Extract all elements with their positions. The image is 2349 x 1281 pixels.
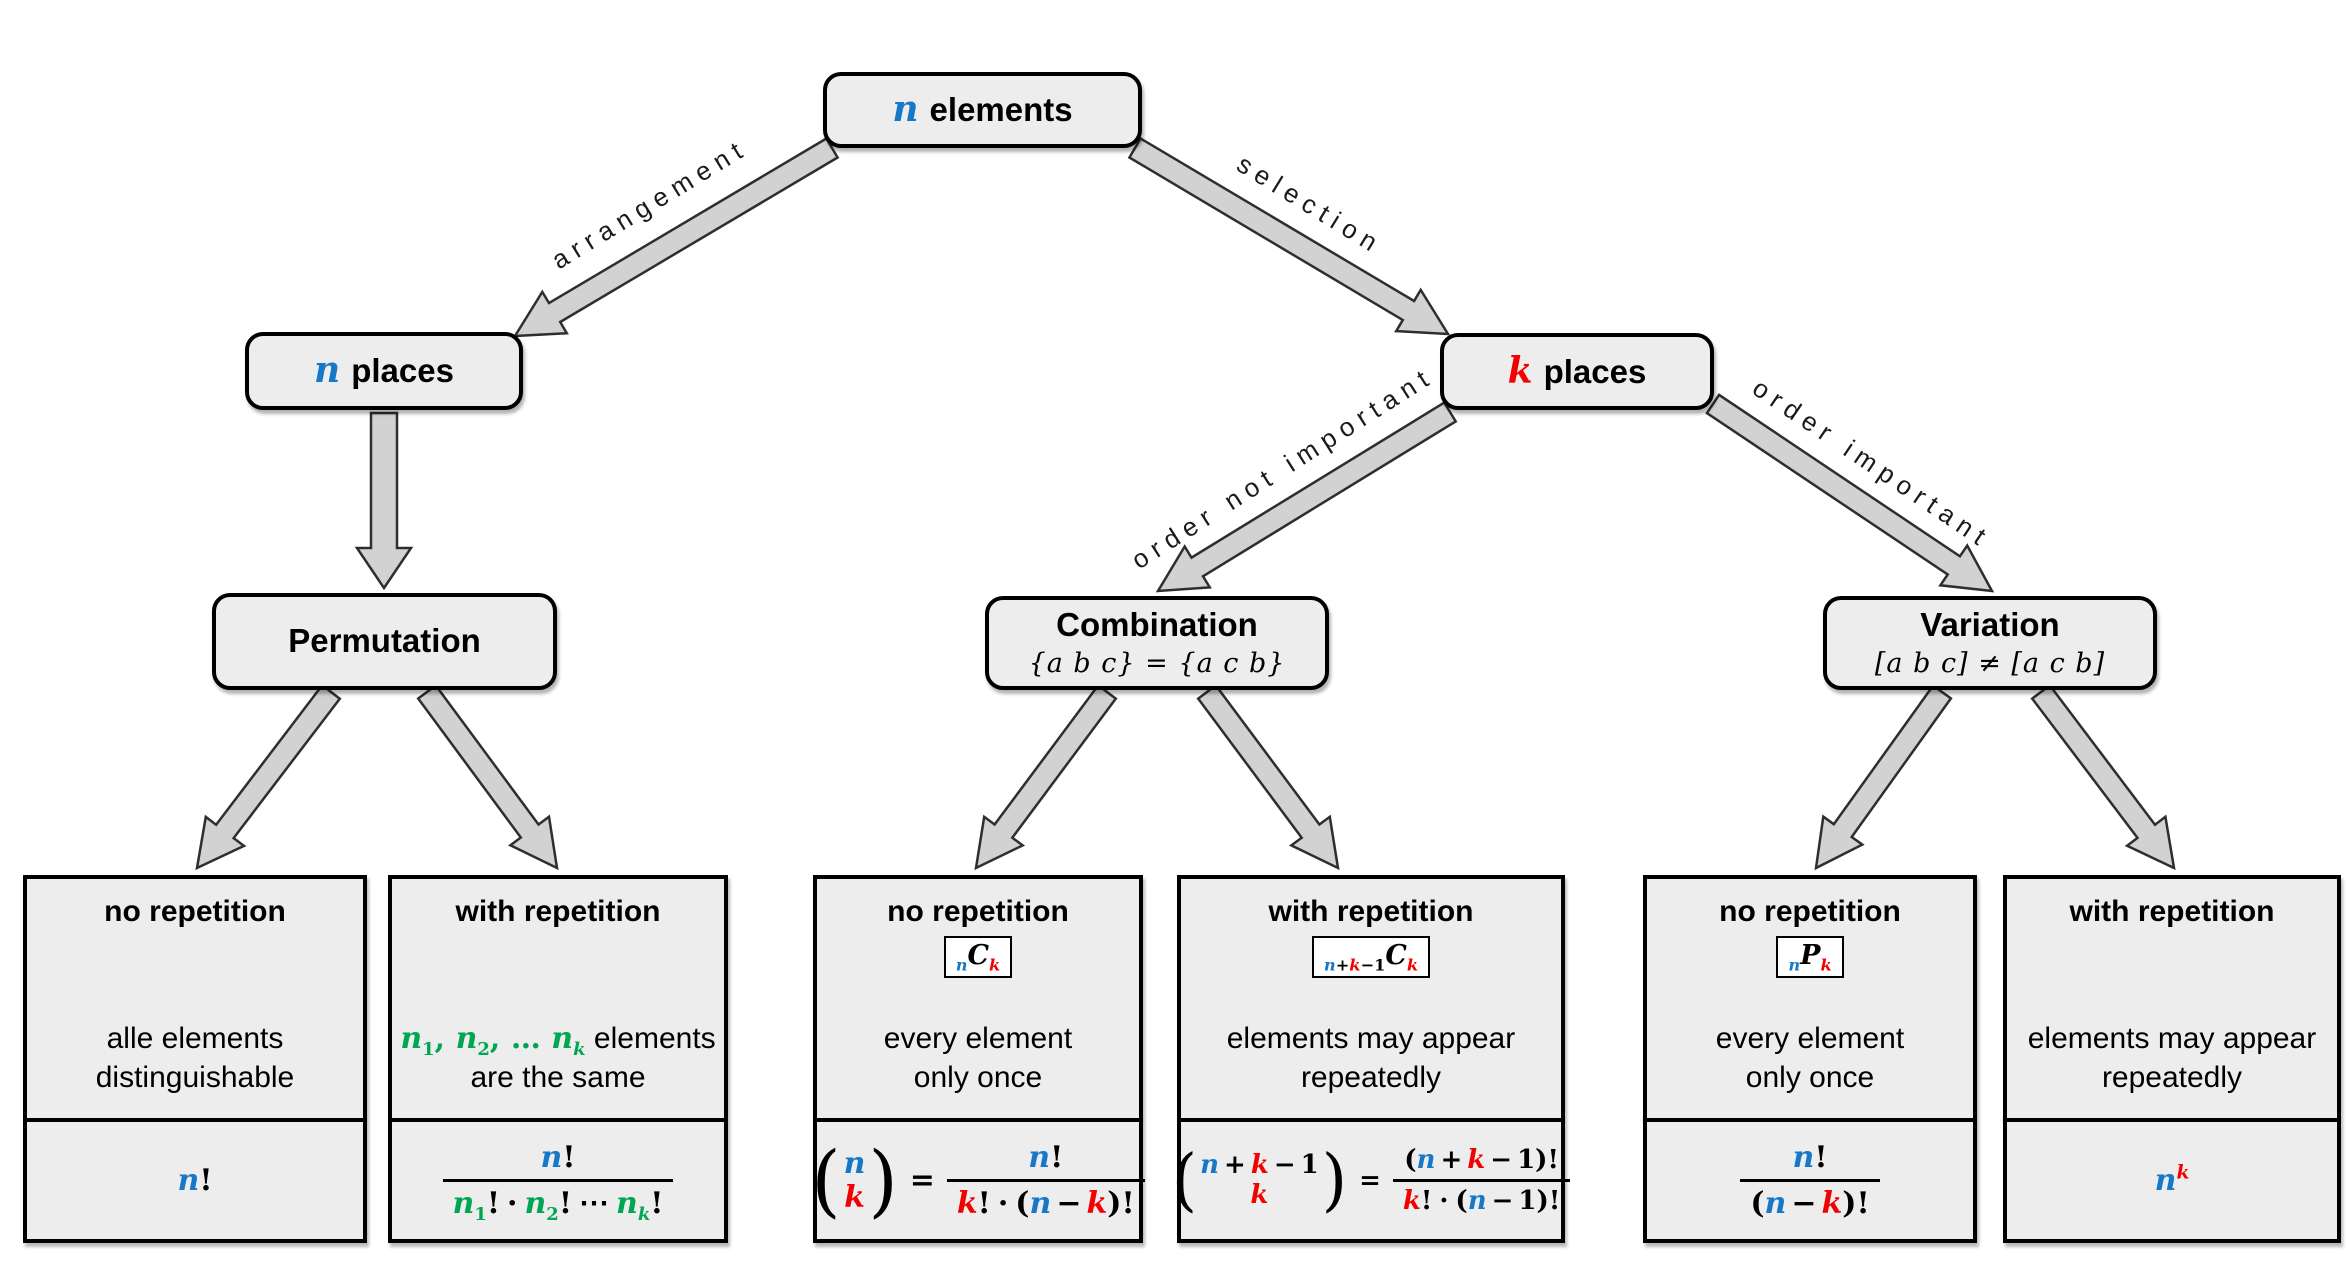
leaf-formula-binomial-n-plus-k-minus-1: ( n+k−1 k ) = (n+k−1)! k!·(n−1)! bbox=[1172, 1118, 1571, 1239]
flow-arrow bbox=[1196, 683, 1340, 871]
node-permutation-title: Permutation bbox=[288, 622, 481, 660]
leaf-permutation-with-repetition: with repetition n1, n2, … nk elements ar… bbox=[388, 875, 728, 1243]
leaf-description: elements may appear repeatedly bbox=[1226, 1021, 1516, 1095]
leaf-header: no repetition bbox=[887, 895, 1069, 928]
var-n: n bbox=[892, 88, 919, 130]
leaf-description: elements may appear repeatedly bbox=[2027, 1021, 2317, 1095]
flow-arrow bbox=[2030, 683, 2176, 871]
flow-arrow bbox=[416, 683, 559, 871]
symbol-n-plus-k-minus-1-C-k: n+k−1Ck bbox=[1311, 936, 1431, 978]
leaf-formula-n-factorial-over-n-minus-k: n! (n−k)! bbox=[1647, 1118, 1973, 1239]
leaf-header: with repetition bbox=[2069, 895, 2275, 928]
symbol-nPk: nPk bbox=[1776, 936, 1844, 978]
leaf-description: alle elements distinguishable bbox=[95, 1021, 295, 1095]
node-n-elements: n elements bbox=[823, 72, 1142, 148]
leaf-formula-n-factorial-over-groups: n! n1!·n2!⋯nk! bbox=[392, 1118, 724, 1239]
flow-arrow bbox=[1814, 683, 1953, 871]
flow-arrow bbox=[354, 411, 414, 591]
node-k-places: k places bbox=[1440, 333, 1714, 410]
leaf-description: every element only once bbox=[883, 1021, 1073, 1095]
var-n: n bbox=[314, 349, 341, 391]
flow-arrow bbox=[1155, 400, 1458, 593]
leaf-description: n1, n2, … nk elements are the same bbox=[400, 1020, 716, 1095]
flow-arrow bbox=[1705, 393, 1995, 593]
leaf-description: every element only once bbox=[1715, 1021, 1905, 1095]
node-n-elements-label: elements bbox=[929, 91, 1073, 128]
symbol-nCk: nCk bbox=[943, 936, 1013, 978]
node-combination-subtitle: {a b c} = {a c b} bbox=[1028, 647, 1286, 679]
leaf-variation-no-repetition: no repetition nPk every element only onc… bbox=[1643, 875, 1977, 1243]
node-k-places-label: places bbox=[1543, 352, 1647, 390]
leaf-permutation-no-repetition: no repetition alle elements distinguisha… bbox=[23, 875, 367, 1243]
node-combination-title: Combination bbox=[1056, 606, 1258, 644]
node-variation-title: Variation bbox=[1920, 606, 2060, 644]
var-k: k bbox=[1507, 349, 1533, 392]
leaf-header: with repetition bbox=[1268, 895, 1474, 928]
node-n-places: n places bbox=[245, 332, 523, 410]
node-variation-subtitle: [a b c] ≠ [a c b] bbox=[1874, 647, 2106, 679]
leaf-combination-with-repetition: with repetition n+k−1Ck elements may app… bbox=[1172, 875, 1571, 1243]
node-variation: Variation [a b c] ≠ [a c b] bbox=[1823, 596, 2157, 690]
leaf-header: no repetition bbox=[1719, 895, 1901, 928]
flow-arrow bbox=[974, 683, 1118, 871]
leaf-formula-n-power-k: nk bbox=[2007, 1118, 2337, 1239]
flow-arrow bbox=[512, 136, 840, 338]
node-n-places-label: places bbox=[351, 352, 454, 389]
node-combination: Combination {a b c} = {a c b} bbox=[985, 596, 1329, 690]
flow-arrow bbox=[195, 683, 342, 871]
leaf-header: with repetition bbox=[455, 895, 661, 928]
leaf-header: no repetition bbox=[104, 895, 286, 928]
node-permutation: Permutation bbox=[212, 593, 557, 690]
leaf-formula-n-factorial: n! bbox=[27, 1118, 363, 1239]
leaf-combination-no-repetition: no repetition nCk every element only onc… bbox=[811, 875, 1145, 1243]
flow-arrow bbox=[1127, 136, 1451, 336]
leaf-variation-with-repetition: with repetition elements may appear repe… bbox=[2003, 875, 2341, 1243]
